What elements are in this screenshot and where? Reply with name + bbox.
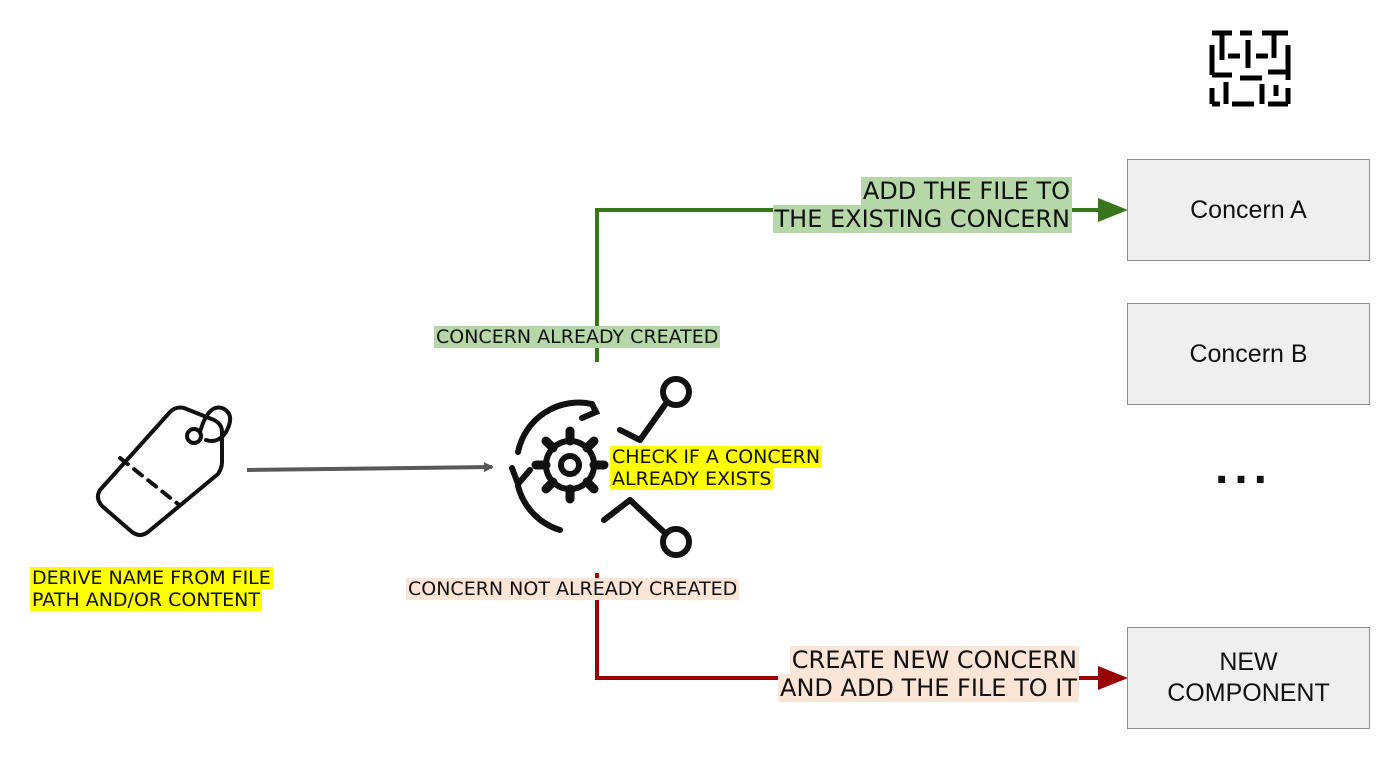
gear-process-icon <box>509 376 692 558</box>
not-created-condition-label: CONCERN NOT ALREADY CREATED <box>406 578 740 600</box>
create-concern-label: CREATE NEW CONCERN AND ADD THE FILE TO I… <box>778 646 1079 703</box>
new-component-box: NEW COMPONENT <box>1127 627 1370 729</box>
check-caption-line-1: CHECK IF A CONCERN <box>610 446 823 468</box>
add-file-label: ADD THE FILE TO THE EXISTING CONCERN <box>772 177 1072 234</box>
concern-b-box: Concern B <box>1127 303 1370 405</box>
check-caption-line-2: ALREADY EXISTS <box>610 468 774 491</box>
price-tag-icon <box>95 405 233 537</box>
concern-b-label: Concern B <box>1189 339 1308 368</box>
check-caption: CHECK IF A CONCERN ALREADY EXISTS <box>610 446 823 491</box>
maze-logo-icon <box>1209 30 1291 107</box>
concern-a-label: Concern A <box>1190 195 1307 224</box>
add-file-line-1: ADD THE FILE TO <box>860 177 1072 205</box>
created-condition-label: CONCERN ALREADY CREATED <box>434 326 721 348</box>
red-arrowhead <box>1098 666 1128 690</box>
more-concerns-ellipsis: ... <box>1215 441 1274 494</box>
concern-a-box: Concern A <box>1127 159 1370 261</box>
create-line-1: CREATE NEW CONCERN <box>789 646 1079 674</box>
tag-caption: DERIVE NAME FROM FILE PATH AND/OR CONTEN… <box>30 567 273 612</box>
new-component-line-1: NEW <box>1219 647 1278 676</box>
tag-caption-line-2: PATH AND/OR CONTENT <box>30 589 262 612</box>
tag-caption-line-1: DERIVE NAME FROM FILE <box>30 567 273 589</box>
new-component-line-2: COMPONENT <box>1167 679 1330 707</box>
green-arrowhead <box>1098 198 1128 222</box>
add-file-line-2: THE EXISTING CONCERN <box>772 205 1072 234</box>
input-arrow <box>246 462 494 473</box>
create-line-2: AND ADD THE FILE TO IT <box>778 674 1079 703</box>
